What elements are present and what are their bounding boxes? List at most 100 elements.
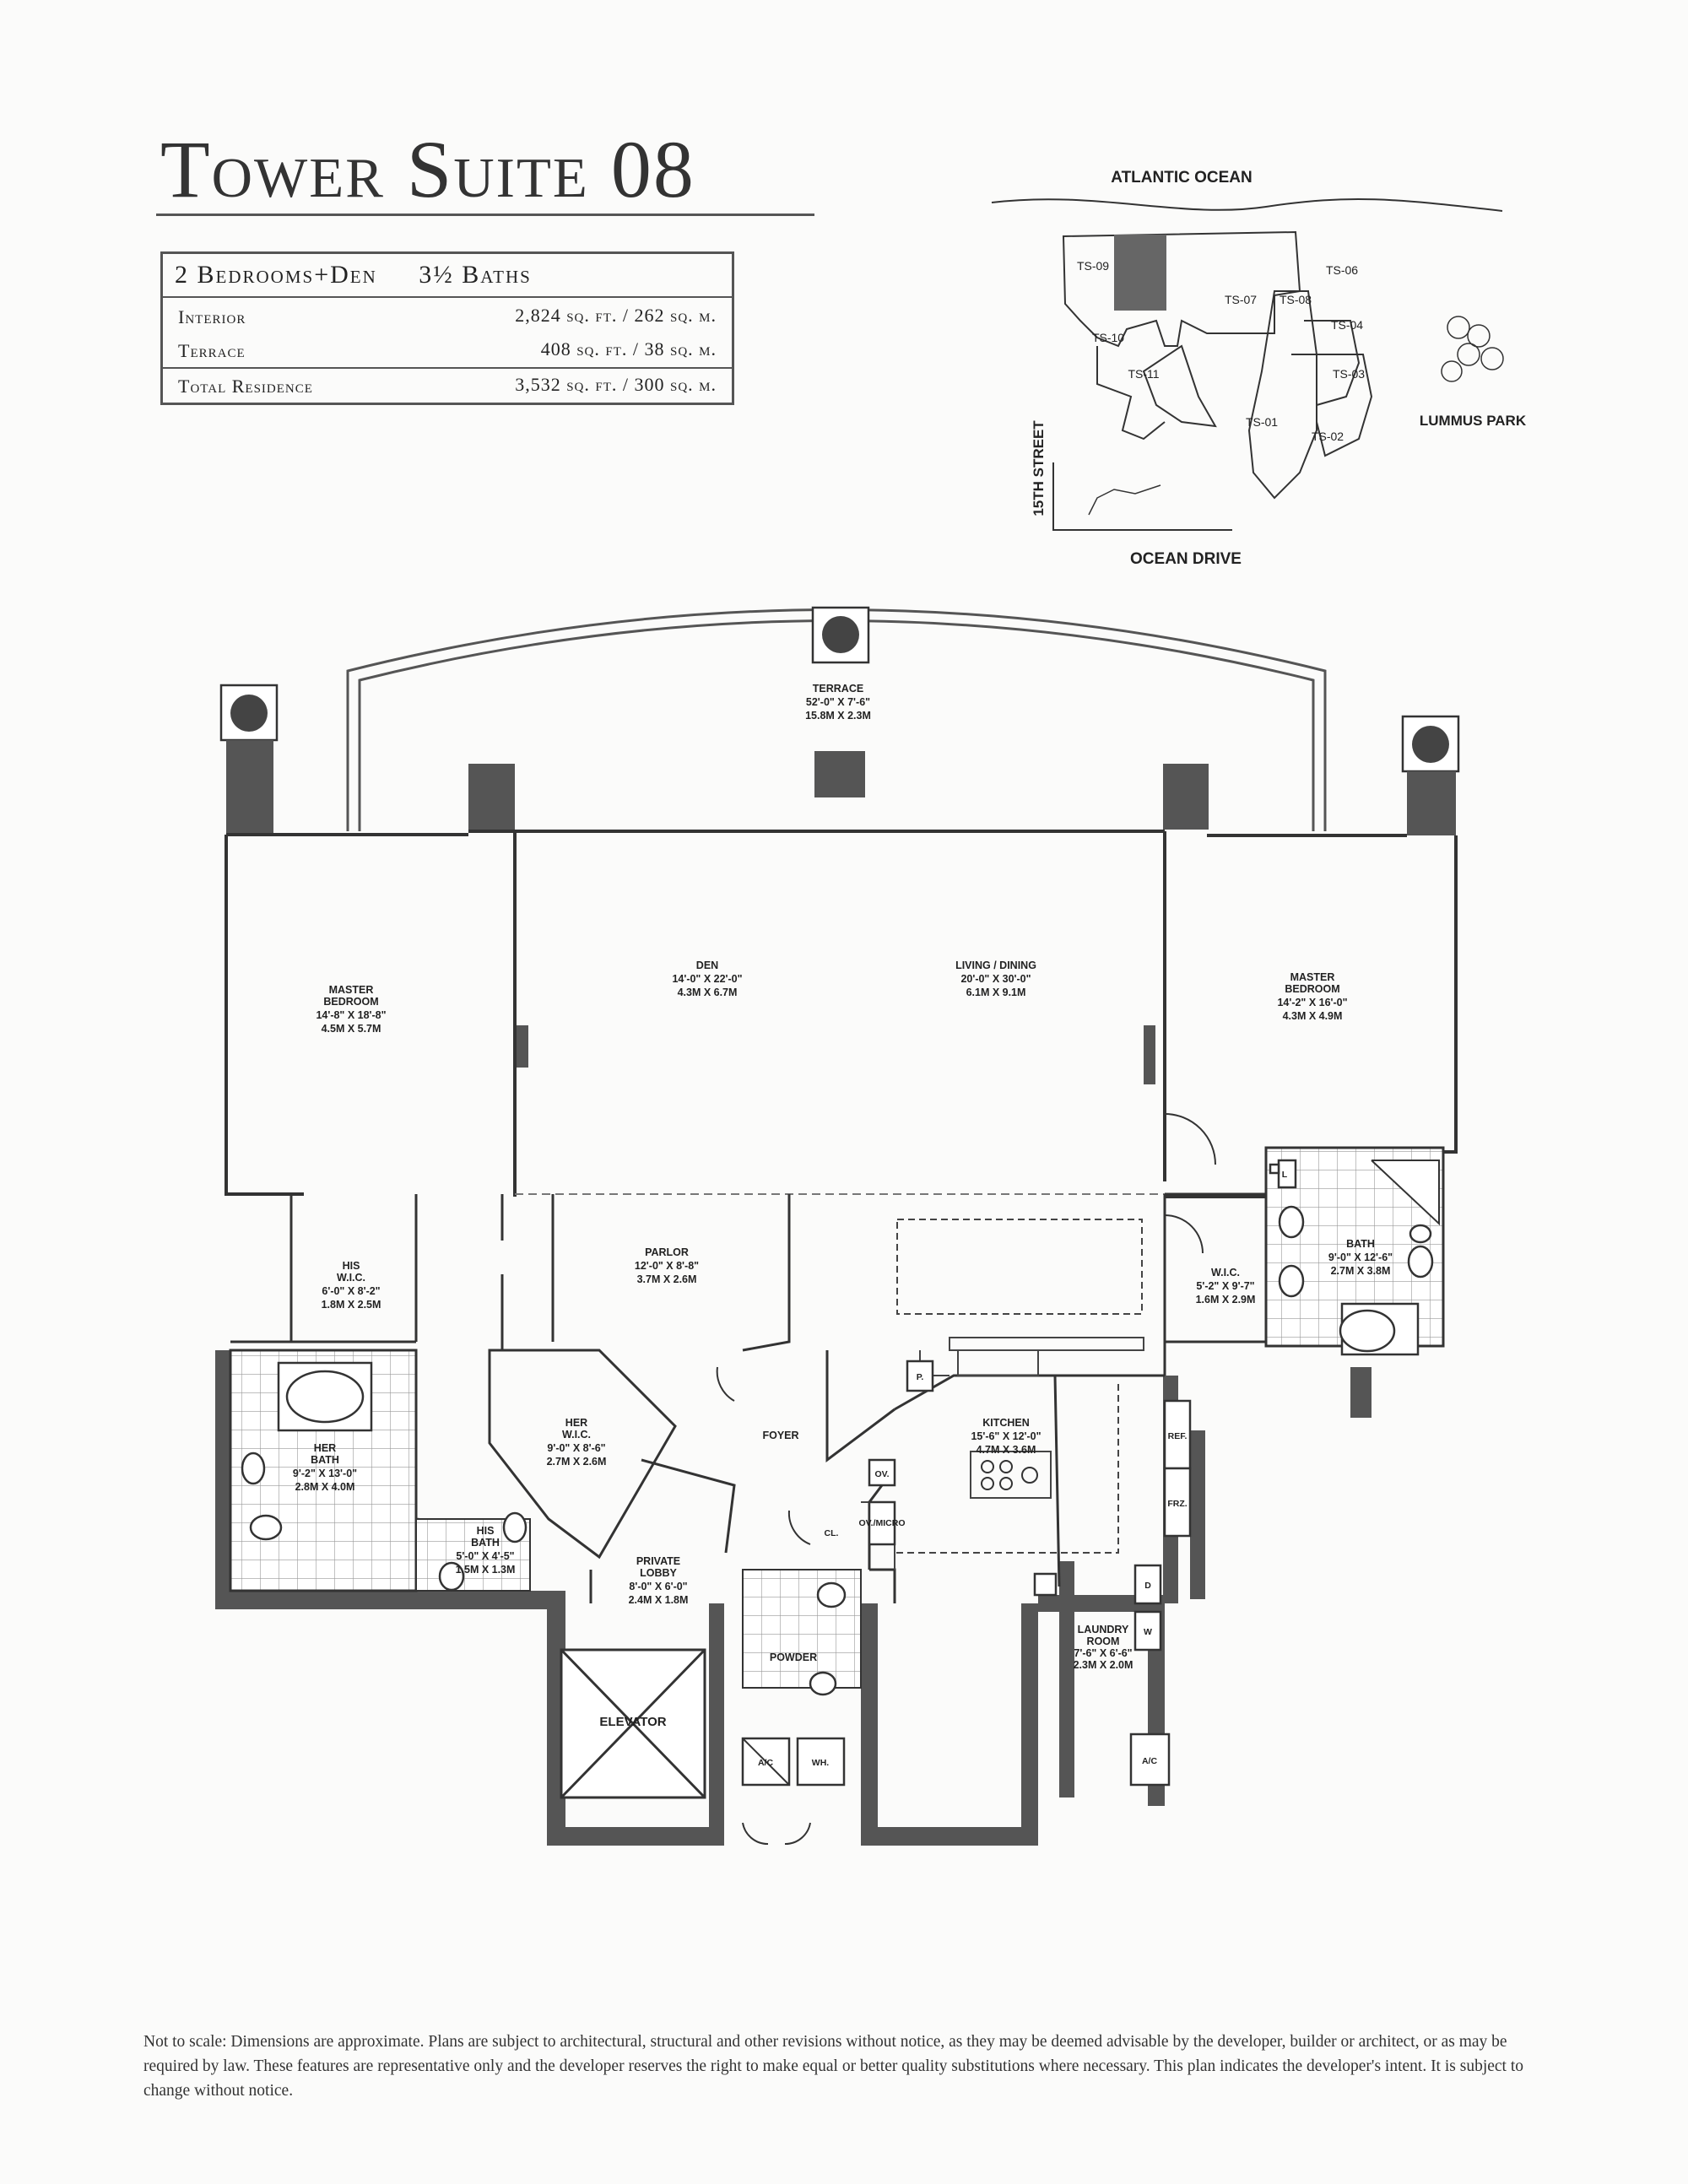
private-lobby-label: PRIVATE (636, 1555, 680, 1567)
private-lobby-label: LOBBY (640, 1567, 677, 1579)
foyer-label: FOYER (762, 1430, 798, 1441)
ac-label-laundry: A/C (1142, 1756, 1158, 1766)
terrace-dimensions: 52'-0" X 7'-6" (806, 696, 870, 708)
kitchen-counters (861, 1219, 1144, 1570)
den-dimensions-metric: 4.3M X 6.7M (678, 987, 738, 998)
summary-row-terrace: Terrace 408 sq. ft. / 38 sq. m. (163, 333, 732, 367)
den-dimensions: 14'-0" X 22'-0" (672, 973, 742, 985)
ac-label: A/C (758, 1758, 774, 1768)
wic-right-dimensions: 5'-2" X 9'-7" (1196, 1280, 1254, 1292)
linen-label: L (1282, 1170, 1288, 1180)
summary-row-value: 3,532 sq. ft. / 300 sq. m. (515, 374, 717, 395)
structural-walls (226, 740, 1456, 1084)
ac-symbol (742, 1738, 790, 1786)
dryer-label: D (1144, 1581, 1151, 1591)
elevator-shaft (560, 1648, 706, 1799)
his-wic-label: W.I.C. (337, 1272, 365, 1284)
kitchen-dimensions: 15'-6" X 12'-0" (971, 1430, 1041, 1442)
closet-label: CL. (825, 1528, 839, 1538)
powder-fixtures (809, 1581, 847, 1696)
summary-row-total: Total Residence 3,532 sq. ft. / 300 sq. … (163, 367, 732, 403)
page-title: Tower Suite 08 (160, 124, 695, 214)
master-bedroom-left-label: BEDROOM (323, 996, 378, 1008)
master-bedroom-right-label: BEDROOM (1285, 983, 1339, 995)
column-marker (1412, 726, 1449, 763)
wic-right-dimensions-metric: 1.6M X 2.9M (1196, 1294, 1256, 1306)
his-wic-dimensions-metric: 1.8M X 2.5M (322, 1299, 381, 1311)
master-bedroom-left-dimensions: 14'-8" X 18'-8" (316, 1009, 386, 1021)
powder-tile-floor (742, 1569, 862, 1689)
bath-right-dimensions-metric: 2.7M X 3.8M (1331, 1265, 1391, 1277)
living-dining-dimensions: 20'-0" X 30'-0" (960, 973, 1031, 985)
her-bath-dimensions-metric: 2.8M X 4.0M (295, 1481, 355, 1493)
freezer-label: FRZ. (1167, 1499, 1187, 1509)
bath-right-label: BATH (1346, 1238, 1375, 1250)
his-wic-dimensions: 6'-0" X 8'-2" (322, 1285, 380, 1297)
unit-summary-header: 2 Bedrooms+Den 3½ Baths (163, 254, 732, 298)
his-bath-label: HIS (477, 1525, 495, 1537)
oven-label: OV. (874, 1469, 889, 1479)
unit-summary-box: 2 Bedrooms+Den 3½ Baths Interior 2,824 s… (160, 251, 734, 405)
master-bedroom-left-label: MASTER (329, 984, 374, 996)
master-bedroom-right-dimensions: 14'-2" X 16'-0" (1277, 997, 1347, 1008)
private-lobby-dimensions-metric: 2.4M X 1.8M (629, 1594, 689, 1606)
washer-label: W (1144, 1627, 1152, 1637)
summary-row-value: 408 sq. ft. / 38 sq. m. (540, 338, 717, 359)
his-bath-dimensions-metric: 1.5M X 1.3M (456, 1564, 516, 1576)
terrace-dimensions-metric: 15.8M X 2.3M (805, 710, 871, 722)
her-wic-label: W.I.C. (562, 1429, 591, 1441)
kitchen-label: KITCHEN (982, 1417, 1030, 1429)
den-label: DEN (696, 960, 718, 971)
wic-right-label: W.I.C. (1211, 1267, 1240, 1279)
oven-micro-label: OV./MICRO (858, 1518, 905, 1528)
powder-label: POWDER (770, 1652, 817, 1663)
her-wic-dimensions-metric: 2.7M X 2.6M (547, 1456, 607, 1468)
bedrooms-label: 2 Bedrooms+Den (175, 261, 377, 289)
living-dining-dimensions-metric: 6.1M X 9.1M (966, 987, 1026, 998)
door-swings (716, 1113, 1216, 1846)
summary-row-label: Terrace (178, 340, 246, 361)
her-bath-label: HER (314, 1442, 336, 1454)
baths-label: 3½ Baths (419, 261, 532, 289)
parlor-dimensions: 12'-0" X 8'-8" (635, 1260, 699, 1272)
his-bath-label: BATH (471, 1537, 500, 1549)
bath-fixtures (1277, 1159, 1434, 1356)
shower-enclosure (1371, 1160, 1440, 1226)
master-bedroom-right-dimensions-metric: 4.3M X 4.9M (1283, 1010, 1343, 1022)
elevator-label: ELEVATOR (599, 1715, 666, 1729)
disclaimer-text: Not to scale: Dimensions are approximate… (143, 2033, 1524, 2100)
her-bath-dimensions: 9'-2" X 13'-0" (293, 1468, 357, 1479)
summary-row-interior: Interior 2,824 sq. ft. / 262 sq. m. (163, 300, 732, 333)
mechanical-closet (741, 1163, 1280, 1787)
master-bedroom-left-dimensions-metric: 4.5M X 5.7M (322, 1023, 381, 1035)
laundry-label: ROOM (1087, 1635, 1120, 1647)
thick-walls (215, 1350, 1372, 1846)
her-wic-dimensions: 9'-0" X 8'-6" (547, 1442, 605, 1454)
title-underline (156, 214, 814, 216)
laundry-label: LAUNDRY (1078, 1624, 1129, 1635)
his-bath-dimensions: 5'-0" X 4'-5" (456, 1550, 514, 1562)
her-bath-label: BATH (311, 1454, 339, 1466)
terrace-label: TERRACE (813, 683, 863, 695)
parlor-dimensions-metric: 3.7M X 2.6M (637, 1273, 697, 1285)
kitchen-dimensions-metric: 4.7M X 3.6M (977, 1444, 1036, 1456)
her-wic-label: HER (565, 1417, 587, 1429)
column-marker (822, 616, 859, 653)
living-dining-label: LIVING / DINING (955, 960, 1036, 971)
bath-right-dimensions: 9'-0" X 12'-6" (1328, 1251, 1393, 1263)
summary-row-value: 2,824 sq. ft. / 262 sq. m. (515, 305, 717, 326)
laundry-dimensions: 7'-6" X 6'-6" (1074, 1647, 1132, 1659)
water-heater-label: WH. (812, 1758, 829, 1768)
laundry-dimensions-metric: 2.3M X 2.0M (1074, 1659, 1133, 1671)
his-wic-label: HIS (343, 1260, 360, 1272)
her-bath-fixtures (241, 1361, 528, 1592)
pantry-label: P. (917, 1372, 924, 1382)
exterior-walls (225, 830, 1458, 1198)
summary-row-label: Total Residence (178, 376, 313, 397)
refrigerator-label: REF. (1168, 1431, 1188, 1441)
parlor-label: PARLOR (645, 1246, 689, 1258)
summary-row-label: Interior (178, 306, 246, 327)
column-marker (230, 695, 268, 732)
master-bedroom-right-label: MASTER (1290, 971, 1335, 983)
